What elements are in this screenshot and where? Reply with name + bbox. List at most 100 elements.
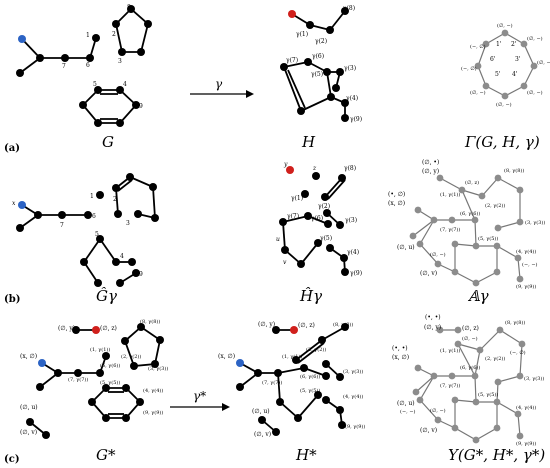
node [112, 258, 120, 266]
edge [479, 329, 501, 351]
y-label: (∅, u) [397, 400, 415, 407]
node [134, 210, 142, 218]
y-label: (8, γ(8)) [505, 319, 525, 326]
graph-title: Ĥγ [299, 287, 322, 305]
node [516, 186, 524, 194]
edge [282, 221, 286, 251]
g-node-label: 6 [86, 62, 90, 69]
edge [461, 189, 476, 221]
node [36, 383, 44, 391]
edge [324, 177, 343, 198]
node [514, 254, 522, 262]
node [430, 216, 438, 224]
graph-g-b: x 1 2 3 4 5 6 7 9 [12, 173, 159, 287]
node [102, 414, 110, 422]
edge [282, 215, 309, 223]
edge [474, 219, 477, 247]
gamma-arrowhead [246, 90, 254, 98]
node [322, 372, 330, 380]
node [338, 174, 346, 182]
node [516, 218, 524, 226]
graph-title: Γ(G, H, γ) [464, 133, 540, 151]
g-node-label: 8 [127, 4, 131, 11]
a-label: (2, γ(2)) [485, 202, 505, 209]
node [94, 86, 102, 94]
node [516, 432, 524, 440]
node [341, 268, 349, 276]
node [274, 369, 282, 377]
gamma-node-label: 2' [511, 41, 517, 48]
edge [457, 343, 481, 351]
edge [454, 271, 477, 284]
edge [277, 372, 281, 403]
node [92, 34, 100, 42]
g-star-label: (7, γ(7)) [68, 376, 88, 383]
edge [504, 85, 525, 97]
edge [523, 43, 535, 67]
node [520, 40, 528, 48]
edge [517, 413, 521, 437]
node [518, 340, 526, 348]
edge [21, 38, 41, 59]
node [112, 184, 120, 192]
h-star-label: (7, γ(7)) [262, 379, 282, 386]
graph-title: H [301, 133, 316, 151]
node [476, 346, 484, 354]
node [323, 68, 331, 76]
node [472, 436, 480, 444]
node [314, 239, 322, 247]
edge [475, 271, 498, 284]
node [322, 360, 330, 368]
graph-h-b: y z u v γ(1) γ(2) γ(3) γ(4) γ(5) γ(6) γ(… [276, 161, 362, 277]
g-star-label: (9, γ(9)) [143, 409, 163, 416]
h-hat-label: γ(9) [350, 270, 362, 277]
node [478, 192, 486, 200]
graph-title: G* [96, 446, 116, 464]
edge [481, 177, 499, 197]
edge [297, 342, 325, 364]
node [454, 340, 462, 348]
edge [496, 245, 519, 259]
graph-title: Ĝγ [96, 287, 117, 305]
a-label: (∅, u) [397, 244, 415, 251]
gamma-pair-label: (∅, −) [527, 89, 543, 96]
node [482, 82, 490, 90]
node [322, 396, 330, 404]
y-label: (3, γ(3)) [524, 375, 544, 382]
edge [497, 221, 521, 229]
node [80, 258, 88, 266]
edge [419, 219, 435, 245]
node [72, 326, 80, 334]
h-hat-label: γ(5) [320, 235, 332, 242]
g-star-label: (8, γ(8)) [140, 318, 160, 325]
node [254, 369, 262, 377]
graph-y-c: (•, •) (∅, y) (•, •) (x, ∅) (∅, z) (∅, −… [392, 314, 544, 447]
g-hat-label: 1 [90, 193, 94, 200]
h-star-label: (∅, y) [258, 321, 275, 328]
h-hat-label: γ(8) [344, 165, 356, 172]
edge [454, 427, 477, 441]
gamma-node-label: 3' [515, 56, 521, 63]
node [326, 26, 334, 34]
y-label: (1, γ(1)) [440, 347, 460, 354]
g-node-label: 5 [93, 81, 97, 88]
edge [499, 329, 523, 345]
edge [329, 10, 346, 31]
edge [283, 61, 309, 68]
node [61, 54, 69, 62]
node [472, 242, 480, 250]
y-label: (9, γ(9)) [516, 440, 536, 447]
h-star-label: (2, γ(2)) [306, 346, 326, 353]
gamma-pair-label: (∅, −) [470, 89, 486, 96]
h-hat-label: γ(6) [311, 215, 323, 222]
g-hat-label: 5 [95, 231, 99, 238]
node [493, 424, 501, 432]
h-hat-label: γ(2) [318, 203, 330, 210]
node [336, 68, 344, 76]
panel-label-b: (b) [4, 294, 20, 305]
node [300, 364, 308, 372]
edge [300, 96, 332, 112]
node [149, 183, 157, 191]
edge [454, 243, 477, 247]
edge [115, 7, 150, 53]
